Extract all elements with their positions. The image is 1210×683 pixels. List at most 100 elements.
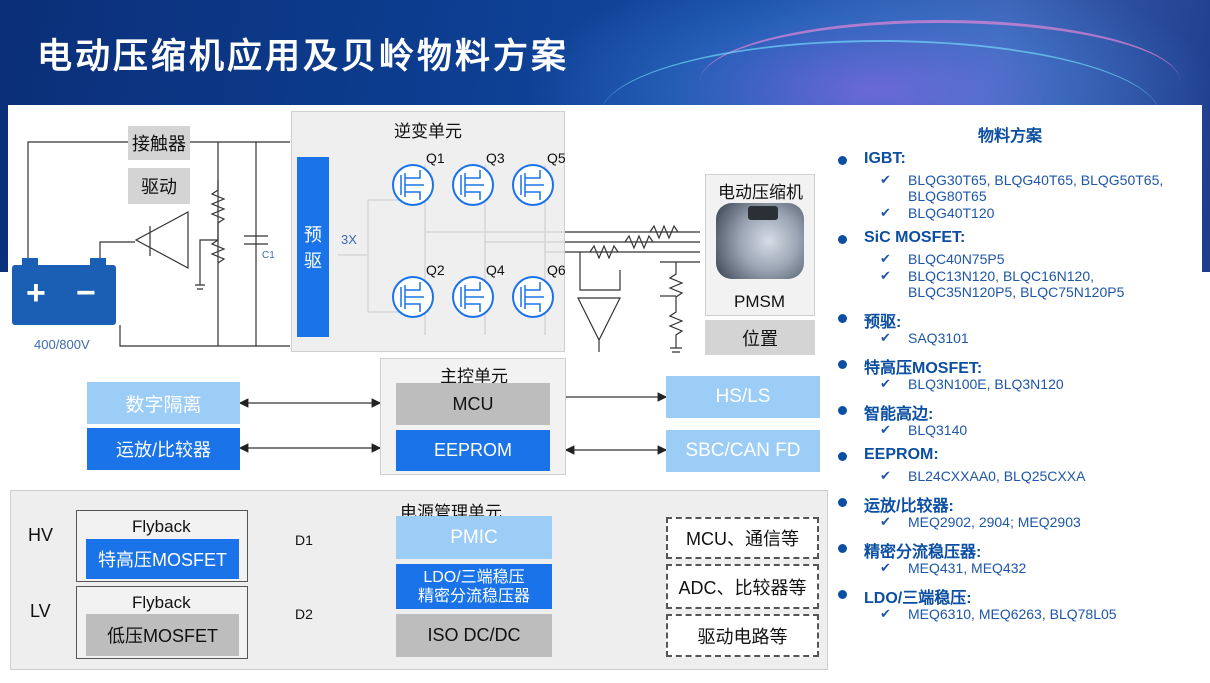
material-item: ✔ MEQ6310, MEQ6263, BLQ78L05 xyxy=(838,606,1198,622)
compressor-title: 电动压缩机 xyxy=(718,183,803,202)
check-icon: ✔ xyxy=(880,172,891,187)
material-item: ✔ BL24CXXAA0, BLQ25CXXA xyxy=(838,468,1198,484)
materials-list: IGBT:✔BLQG30T65, BLQG40T65, BLQG50T65, B… xyxy=(838,150,1198,630)
header-arc xyxy=(600,40,1160,192)
material-item: ✔ MEQ431, MEQ432 xyxy=(838,560,1198,576)
eeprom-box: EEPROM xyxy=(396,430,550,471)
opamp-comparator-box: 运放/比较器 xyxy=(87,428,240,470)
material-part-numbers: MEQ6310, MEQ6263, BLQ78L05 xyxy=(908,606,1117,622)
sbc-can-box: SBC/CAN FD xyxy=(666,430,820,472)
position-box: 位置 xyxy=(705,320,815,355)
hv-mosfet-box: 特高压MOSFET xyxy=(86,539,239,579)
material-item: ✔ BLQG40T120 xyxy=(838,205,1198,221)
check-icon: ✔ xyxy=(880,330,891,345)
material-category: 预驱: xyxy=(838,308,1198,331)
material-item: ✔ BLQC13N120, BLQC16N120, BLQC35N120P5, B… xyxy=(838,268,1198,300)
battery-terminal xyxy=(90,258,106,266)
compressor-connector xyxy=(748,206,778,220)
material-category: LDO/三端稳压: xyxy=(838,584,1198,607)
check-icon: ✔ xyxy=(880,205,891,220)
spacer xyxy=(838,485,1198,492)
predriver-label: 预 xyxy=(304,225,322,245)
output-mcu-box: MCU、通信等 xyxy=(666,517,819,559)
output-adc-box: ADC、比较器等 xyxy=(666,564,819,609)
q1-label: Q1 xyxy=(426,150,445,166)
output-driver-box: 驱动电路等 xyxy=(666,614,819,657)
header-arc xyxy=(700,20,1180,143)
material-item: ✔ MEQ2902, 2904; MEQ2903 xyxy=(838,514,1198,530)
check-icon: ✔ xyxy=(880,422,891,437)
spacer xyxy=(838,393,1198,400)
check-icon: ✔ xyxy=(880,268,891,283)
driver-box: 驱动 xyxy=(128,168,190,204)
contactor-box: 接触器 xyxy=(128,126,190,160)
lv-mosfet-box: 低压MOSFET xyxy=(86,614,239,656)
q6-label: Q6 xyxy=(547,262,566,278)
material-category: 特高压MOSFET: xyxy=(838,354,1198,377)
q5-label: Q5 xyxy=(547,150,566,166)
predriver-label: 驱 xyxy=(304,251,322,271)
material-part-numbers: BLQ3140 xyxy=(908,422,968,438)
spacer xyxy=(838,439,1198,446)
material-part-numbers: MEQ2902, 2904; MEQ2903 xyxy=(908,514,1081,530)
material-item: ✔ BLQ3140 xyxy=(838,422,1198,438)
digital-isolation-box: 数字隔离 xyxy=(87,382,240,424)
hs-ls-box: HS/LS xyxy=(666,376,820,418)
material-category: IGBT: xyxy=(838,150,1198,172)
material-part-numbers: SAQ3101 xyxy=(908,330,969,346)
material-part-numbers: BLQ3N100E, BLQ3N120 xyxy=(908,376,1064,392)
material-item: ✔ SAQ3101 xyxy=(838,330,1198,346)
spacer xyxy=(838,301,1198,308)
pmic-box: PMIC xyxy=(396,516,552,559)
d2-label: D2 xyxy=(295,606,313,622)
material-part-numbers: BLQC13N120, BLQC16N120, BLQC35N120P5, BL… xyxy=(908,268,1125,300)
material-category: SiC MOSFET: xyxy=(838,229,1198,251)
q2-label: Q2 xyxy=(426,262,445,278)
battery-terminal xyxy=(22,258,38,266)
check-icon: ✔ xyxy=(880,560,891,575)
predriver-3x: 3X xyxy=(341,232,357,247)
spacer xyxy=(838,222,1198,229)
check-icon: ✔ xyxy=(880,376,891,391)
material-item: ✔BLQC40N75P5 xyxy=(838,251,1198,267)
material-part-numbers: MEQ431, MEQ432 xyxy=(908,560,1027,576)
check-icon: ✔ xyxy=(880,606,891,621)
material-item: ✔ BLQG30T65, BLQG40T65, BLQG50T65, BLQG80… xyxy=(838,172,1198,204)
spacer xyxy=(838,577,1198,584)
main-control-title: 主控单元 xyxy=(440,367,508,386)
d1-label: D1 xyxy=(295,532,313,548)
pmsm-label: PMSM xyxy=(734,292,785,311)
predriver-box: 预 驱 xyxy=(297,157,329,337)
hv-label: HV xyxy=(28,525,54,545)
spacer xyxy=(838,623,1198,630)
ldo-box: LDO/三端稳压 精密分流稳压器 xyxy=(396,564,552,609)
material-part-numbers: BLQG30T65, BLQG40T65, BLQG50T65, BLQG80T… xyxy=(908,172,1164,204)
q4-label: Q4 xyxy=(486,262,505,278)
iso-dcdc-box: ISO DC/DC xyxy=(396,614,552,657)
check-icon: ✔ xyxy=(880,514,891,529)
check-icon: ✔ xyxy=(880,468,891,483)
q3-label: Q3 xyxy=(486,150,505,166)
material-category: EEPROM: xyxy=(838,446,1198,468)
capacitor-label: C1 xyxy=(262,250,275,261)
battery-voltage: 400/800V xyxy=(34,337,90,352)
inverter-title: 逆变单元 xyxy=(394,122,462,141)
materials-title: 物料方案 xyxy=(978,128,1043,145)
battery xyxy=(12,265,116,325)
ldo-label: LDO/三端稳压 xyxy=(423,568,525,586)
mcu-box: MCU xyxy=(396,383,550,425)
lv-label: LV xyxy=(30,601,51,621)
material-category: 精密分流稳压器: xyxy=(838,538,1198,561)
shunt-regulator-label: 精密分流稳压器 xyxy=(417,587,530,605)
material-part-numbers: BL24CXXAA0, BLQ25CXXA xyxy=(908,468,1086,484)
material-category: 运放/比较器: xyxy=(838,492,1198,515)
page-title: 电动压缩机应用及贝岭物料方案 xyxy=(37,37,570,76)
material-part-numbers: BLQG40T120 xyxy=(908,205,995,221)
material-category: 智能高边: xyxy=(838,400,1198,423)
material-part-numbers: BLQC40N75P5 xyxy=(908,251,1005,267)
material-item: ✔ BLQ3N100E, BLQ3N120 xyxy=(838,376,1198,392)
plus-icon: + xyxy=(26,274,46,312)
flyback-hv-label: Flyback xyxy=(132,517,191,536)
flyback-lv-label: Flyback xyxy=(132,593,191,612)
